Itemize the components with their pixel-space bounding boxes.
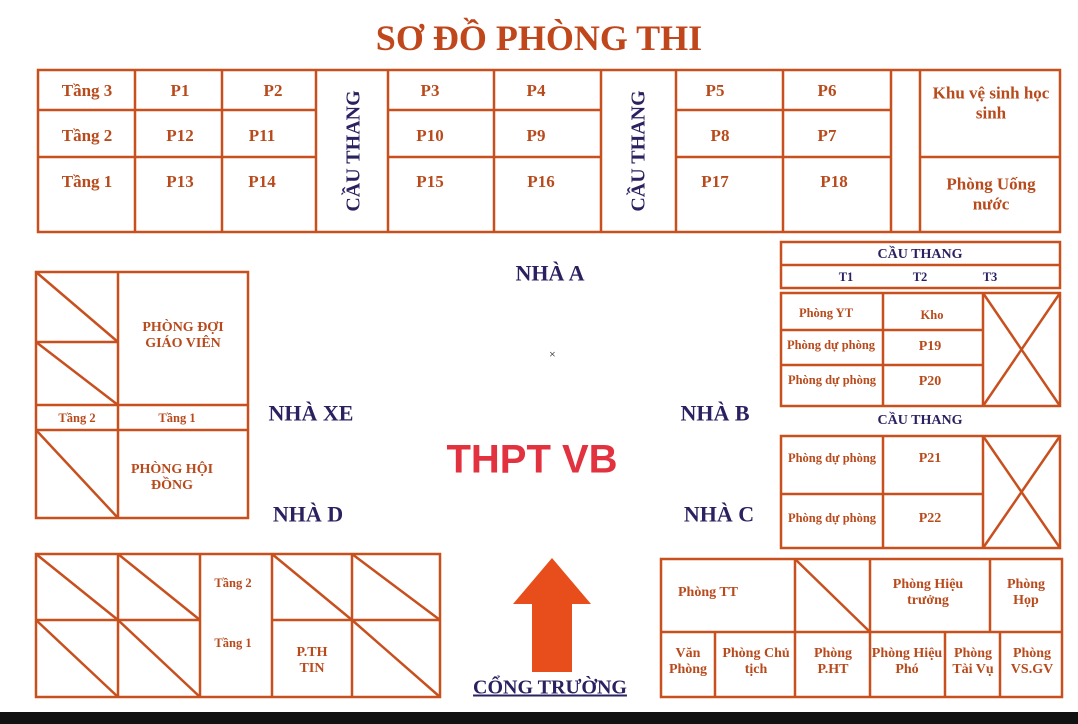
chairman-room: Phòng Chủ tịch (722, 645, 790, 677)
office: Văn Phòng (668, 645, 708, 677)
room: P8 (710, 126, 730, 146)
building-d-label: NHÀ D (272, 501, 344, 527)
room: P9 (526, 126, 546, 146)
stair-t2: T2 (912, 269, 928, 284)
room: P13 (166, 172, 194, 192)
room: P15 (416, 172, 444, 192)
room: Phòng TT (677, 584, 739, 600)
it-lab: P.TH TIN (296, 644, 328, 676)
floor-label: Tầng 2 (214, 575, 252, 590)
room: P20 (918, 373, 942, 389)
room: Phòng dự phòng (787, 450, 877, 465)
stair-t3: T3 (982, 269, 998, 284)
stairs-label: CẦU THANG (877, 412, 963, 428)
floor-label: Tầng 1 (158, 410, 196, 425)
council-room: PHÒNG HỘI ĐỒNG (130, 461, 214, 493)
restroom: Khu vệ sinh học sinh (932, 83, 1050, 122)
room: P2 (263, 81, 283, 101)
room: P16 (527, 172, 555, 192)
room: Phòng dự phòng (787, 372, 877, 387)
entrance-arrow (513, 558, 591, 672)
parking-label: NHÀ XE (268, 400, 354, 426)
room: P11 (248, 126, 276, 146)
gate-label: CỔNG TRƯỜNG (473, 676, 627, 699)
floor-label: Tầng 2 (58, 410, 96, 425)
stairs-label: CẦU THANG (877, 246, 963, 262)
teacher-restroom: Phòng VS.GV (1010, 645, 1054, 677)
floor-label: Tầng 1 (61, 172, 113, 192)
room: P12 (166, 126, 194, 146)
room: P19 (918, 338, 942, 354)
room: P1 (170, 81, 190, 101)
room: P6 (817, 81, 837, 101)
vice-principal-room: Phòng Hiệu Phó (871, 645, 943, 677)
room: P7 (817, 126, 837, 146)
room: P4 (526, 81, 546, 101)
stairs-label: CẦU THANG (342, 90, 365, 212)
floor-label: Tầng 2 (61, 126, 113, 146)
room: Phòng dự phòng (787, 510, 877, 525)
room: P18 (820, 172, 848, 192)
stair-t1: T1 (838, 269, 854, 284)
floor-label: Tầng 1 (214, 635, 252, 650)
room: Kho (920, 307, 944, 322)
stairs-label: CẦU THANG (627, 90, 650, 212)
bottom-bar (0, 712, 1078, 724)
svg-text:×: × (549, 347, 556, 361)
finance-room: Phòng Tài Vụ (952, 645, 994, 677)
room: Phòng dự phòng (786, 337, 876, 352)
room: P21 (918, 450, 942, 466)
building-a-label: NHÀ A (515, 260, 585, 286)
room: P3 (420, 81, 440, 101)
room: P22 (918, 510, 942, 526)
teacher-waiting-room: PHÒNG ĐỢI GIÁO VIÊN (142, 319, 224, 351)
vice-principal-office: Phòng P.HT (813, 645, 853, 677)
water-room: Phòng Uống nước (946, 174, 1036, 213)
building-b-label: NHÀ B (680, 400, 750, 426)
map-title: SƠ ĐỒ PHÒNG THI (375, 18, 703, 58)
floor-label: Tầng 3 (61, 81, 113, 101)
room: P10 (416, 126, 444, 146)
room: P5 (705, 81, 725, 101)
building-c-label: NHÀ C (683, 501, 755, 527)
meeting-room: Phòng Họp (1006, 576, 1046, 608)
room: Phòng YT (798, 305, 854, 320)
room: P14 (248, 172, 276, 192)
room: P17 (701, 172, 729, 192)
school-name: THPT VB (446, 437, 618, 482)
principal-room: Phòng Hiệu trưởng (892, 576, 964, 608)
